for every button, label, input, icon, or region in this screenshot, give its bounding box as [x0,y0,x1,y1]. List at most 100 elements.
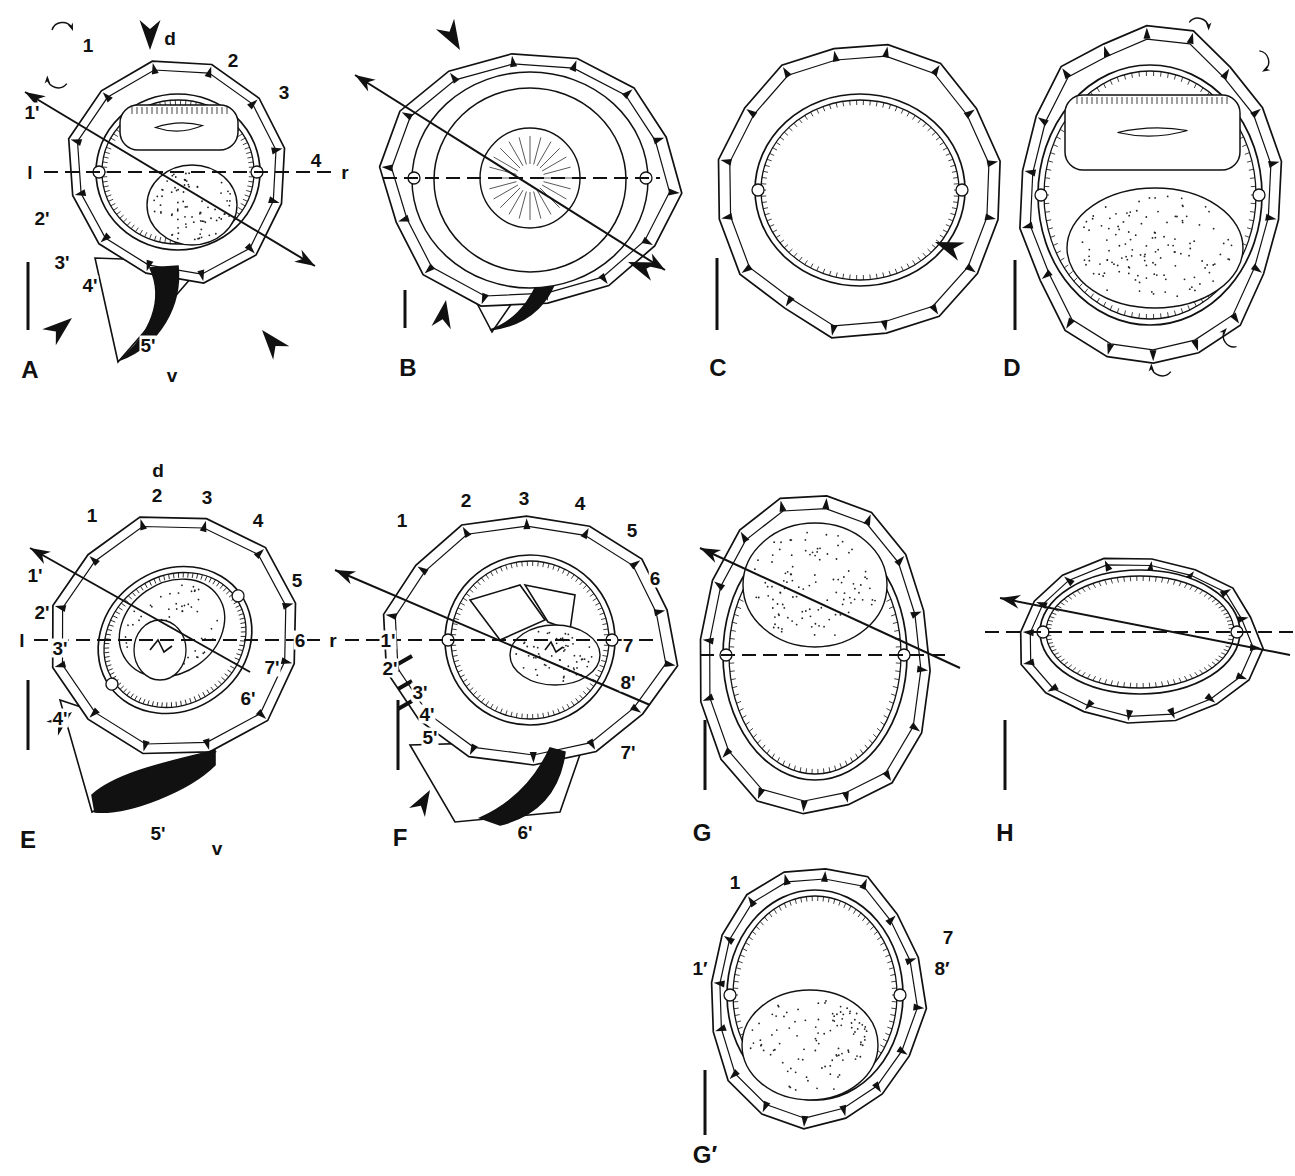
hatch [729,646,734,647]
hatch [1131,73,1133,78]
stipple [781,628,783,630]
stipple [836,1025,838,1027]
stipple [181,584,184,587]
drawing-stroke [45,77,66,91]
stipple [1208,211,1210,213]
hatch [491,572,494,576]
stipple [215,233,217,235]
panel-letter: G [692,821,713,845]
hatch [137,698,142,702]
scale-bar [27,680,30,750]
hatch [1251,203,1256,204]
outer-wall-inner [63,527,286,745]
stipple [814,623,816,625]
hatch [1188,80,1190,85]
drawing-stroke [742,990,878,1100]
hatch [1077,670,1080,674]
hatch [894,679,899,680]
hatch [1097,88,1100,92]
stipple [786,1012,788,1014]
hatch [241,203,245,205]
stipple [581,659,583,661]
hatch [893,622,898,623]
spine [784,874,791,886]
hatch [195,574,200,579]
hatch [946,153,951,155]
orientation-label: l [18,631,25,650]
horn [120,266,178,360]
outer-wall [384,516,678,765]
stipple [1191,286,1193,288]
stipple [1189,288,1191,290]
hatch [601,660,606,661]
stipple [124,636,127,639]
stipple [1228,259,1230,261]
stipple [752,1029,754,1031]
hatch [113,614,118,619]
hatch [811,112,814,116]
axis-arrow [700,548,960,668]
hatch [1053,243,1058,245]
hatch [239,613,244,617]
spine [256,709,266,719]
hatch [131,225,134,229]
hatch [208,578,213,582]
stipple [786,581,788,583]
stipple [773,1049,775,1051]
hatch [1247,228,1252,229]
stipple [216,619,219,622]
spine [1191,339,1198,351]
spine [89,556,100,566]
hatch [177,107,178,114]
spine [714,981,725,988]
hatch [145,232,147,236]
stipple [1231,244,1233,246]
hatch [954,195,959,196]
stipple [812,552,814,554]
rotation-arrow [1189,15,1212,30]
stipple [848,552,850,554]
stipple [758,1022,760,1024]
stipple [1111,261,1113,263]
stipple [1154,232,1156,234]
hatch [1160,313,1162,318]
spine [418,566,429,575]
hatch [856,275,857,280]
hatch [1192,97,1193,104]
stipple [1083,226,1085,228]
hatch [481,578,484,582]
plate-label: 4 [310,151,323,170]
stipple [781,631,783,633]
stipple [864,1039,866,1041]
spine [730,1069,740,1079]
stipple [188,186,190,188]
inner-body [1035,65,1265,325]
arrowhead [1219,328,1229,337]
stipple [588,661,590,663]
stipple [779,549,781,551]
hatch [946,225,951,227]
stipple [834,634,836,636]
hatch [1050,153,1055,155]
spine [630,704,641,713]
hatch [132,107,133,114]
stipple [171,175,173,177]
stipple [186,206,188,208]
hatch [890,1015,895,1016]
spine [758,788,765,800]
stipple [1182,220,1184,222]
hatch [1060,129,1064,132]
outer-wall [719,45,1001,338]
stipple [1199,283,1201,285]
stipple [1157,249,1159,251]
scale-bar [1004,720,1007,790]
stipple [162,189,164,191]
stipple [833,1088,835,1090]
plate-label: 5' [139,336,156,355]
hatch [1122,97,1123,104]
stipple [831,1059,833,1061]
stipple [783,1016,785,1018]
hatch [842,101,844,106]
hatch [1174,310,1175,315]
hatch [805,115,808,119]
